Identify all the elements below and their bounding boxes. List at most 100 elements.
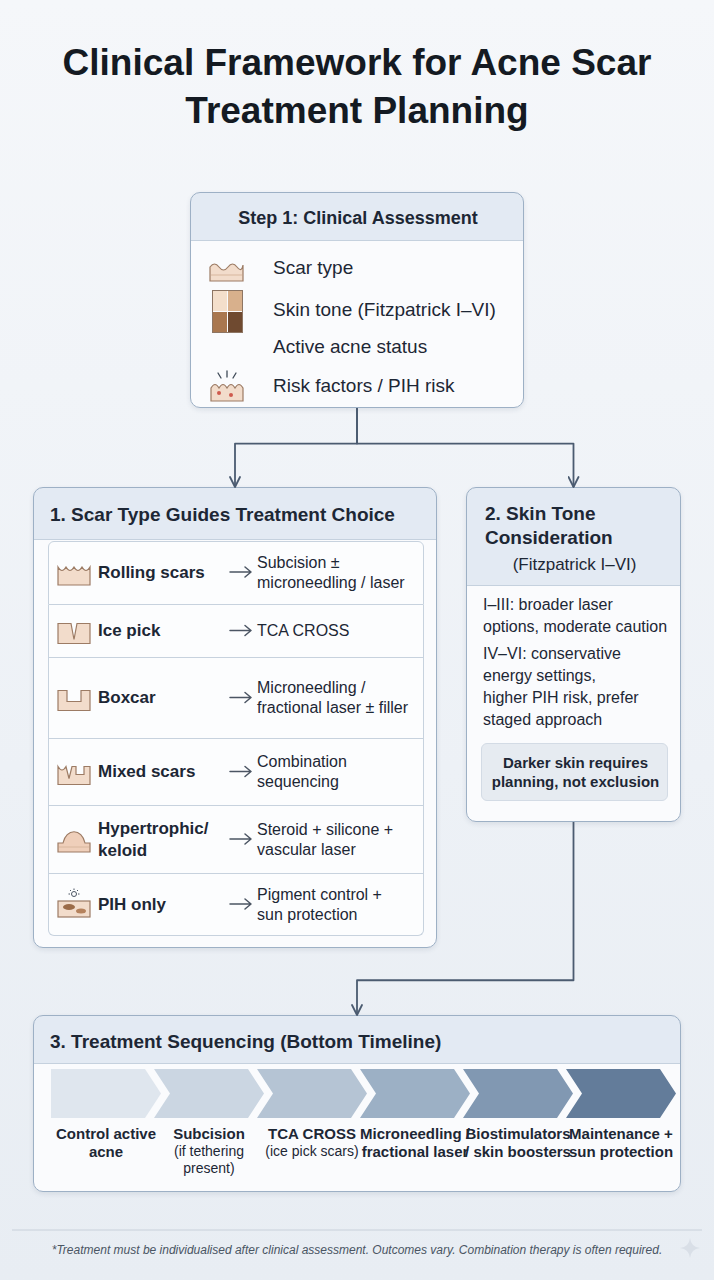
skin-section [58,767,90,785]
step-label: Control active acne [51,1125,161,1161]
timeline-step: TCA CROSS(ice pick scars) [257,1069,367,1189]
panel-box: 2. Skin Tone Consideration (Fitzpatrick I… [466,487,681,822]
pigment-spot [76,909,86,914]
tone-swatch [213,312,227,332]
note-box: Darker skin requires planning, not exclu… [481,743,668,801]
row-arrow [230,899,251,909]
pih-icon [58,889,90,918]
list-item: Scar type [273,256,518,280]
timeline-step: Microneedling / fractional laser [360,1069,470,1189]
sun-symbol [72,892,77,897]
chevron-shape [463,1069,573,1118]
chevron-fill [566,1069,676,1118]
lesion-dot [217,391,221,395]
table-row: Hypertrophic/ keloid Steroid + silicone +… [48,806,424,874]
scar-icon [210,264,243,281]
scar-type: Mixed scars [98,761,218,783]
scar-type: Rolling scars [98,562,218,584]
table-row: Mixed scars Combination sequencing [48,739,424,806]
step-label: Biostimulators / skin boosters [463,1125,573,1161]
row-arrow [230,567,251,577]
skin-section [58,901,90,917]
table-row: Rolling scars Subcision ± microneedling /… [48,541,424,605]
box-heading: 1. Scar Type Guides Treatment Choice [50,503,430,527]
sun-rays [69,889,80,895]
step-label: Microneedling / fractional laser [360,1125,470,1161]
flow-connector [357,408,574,487]
ice-pick-icon [58,624,90,644]
tone-swatch [228,291,242,311]
flow-connector [235,408,357,487]
scar-type: PIH only [98,894,218,916]
rolling-scar-icon [58,567,90,585]
chevron-fill [257,1069,367,1118]
step-label: Maintenance + sun protection [566,1125,676,1161]
skin-section [58,567,90,585]
chevron-shape [51,1069,161,1118]
step-sublabel: (if tethering present) [154,1143,264,1177]
sparkle-watermark [680,1238,700,1258]
row-arrow [230,626,251,636]
chevron-fill [360,1069,470,1118]
scar-type: Ice pick [98,620,218,642]
box-subheading: (Fitzpatrick I–VI) [467,554,682,576]
tone-outline [213,291,243,333]
timeline-step: Control active acne [51,1069,161,1189]
tone-swatch [228,312,242,332]
table-row: Ice pick TCA CROSS [48,605,424,658]
chevron-shape [257,1069,367,1118]
hypertrophic-icon [58,832,90,852]
step-label: Subcision [154,1125,264,1143]
step-sublabel: (ice pick scars) [257,1143,367,1160]
skin-layer [59,847,89,848]
skin-section [58,691,90,711]
box-heading: 3. Treatment Sequencing (Bottom Timeline… [50,1030,650,1054]
box-heading: 2. Skin Tone Consideration [485,502,670,550]
alert-rays [218,371,236,378]
treatment-text: TCA CROSS [257,621,412,641]
treatment-text: Subcision ± microneedling / laser [257,553,412,593]
chevron-fill [154,1069,264,1118]
table-row: Boxcar Microneedling / fractional laser ±… [48,658,424,739]
footnote: *Treatment must be individualised after … [7,1242,707,1258]
scar-type: Boxcar [98,687,218,709]
row-arrow [230,834,251,844]
panel-box: 3. Treatment Sequencing (Bottom Timeline… [33,1015,681,1192]
chevron-shape [566,1069,676,1118]
panel-box: 1. Scar Type Guides Treatment ChoiceRoll… [33,487,437,948]
skin-section [58,624,90,644]
skin-tone-icon [213,291,243,333]
footnote-rule [12,1230,702,1231]
lesion-dot [229,393,233,397]
risk-icon [211,371,243,401]
timeline-step: Biostimulators / skin boosters [463,1069,573,1189]
box-heading: Step 1: Clinical Assessment [191,207,525,230]
treatment-text: Steroid + silicone + vascular laser [257,820,412,860]
treatment-text: Microneedling / fractional laser ± fille… [257,678,412,718]
table-row: PIH only Pigment control + sun protection [48,874,424,936]
guidance-text: IV–VI: conservative energy settings, hig… [483,643,643,731]
scar-type: Hypertrophic/ keloid [98,818,218,862]
list-item: Active acne status [273,335,518,359]
row-arrows [230,567,251,909]
chevron-fill [463,1069,573,1118]
treatment-text: Pigment control + sun protection [257,885,412,925]
row-arrow [230,767,251,777]
row-arrow [230,693,251,703]
chevron-shape [360,1069,470,1118]
list-item: Risk factors / PIH risk [273,374,518,398]
assessment-box: Step 1: Clinical AssessmentScar typeSkin… [190,192,524,408]
timeline-step: Maintenance + sun protection [566,1069,676,1189]
list-item: Skin tone (Fitzpatrick I–VI) [273,298,518,322]
skin-layer [211,275,242,276]
page-title: Clinical Framework for Acne Scar Treatme… [17,39,697,135]
step-label: TCA CROSS [257,1125,367,1143]
flow-connector [357,822,574,1015]
chevron-shape [154,1069,264,1118]
tone-swatch [213,291,227,311]
mixed-scar-icon [58,767,90,785]
skin-section [210,264,243,281]
treatment-text: Combination sequencing [257,752,412,792]
boxcar-icon [58,691,90,711]
